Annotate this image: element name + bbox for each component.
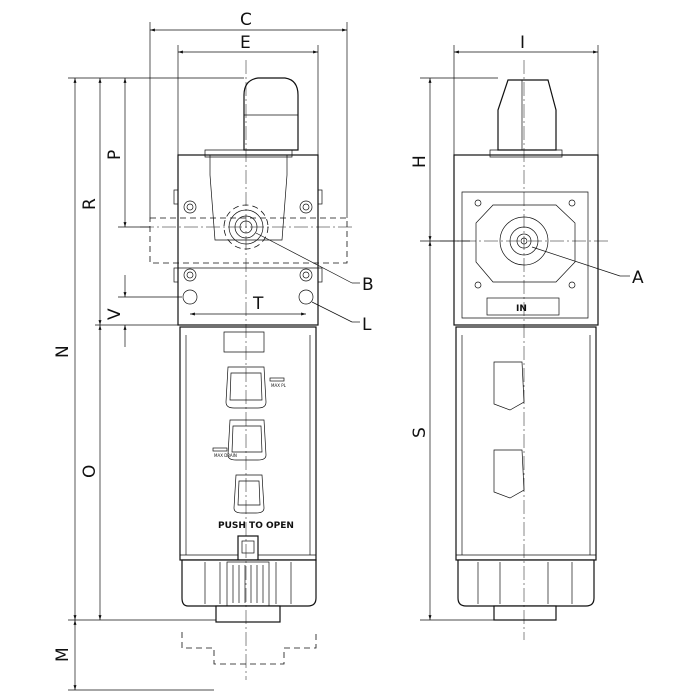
side-bowl <box>455 326 597 561</box>
dim-r: R <box>80 198 100 210</box>
callout-a: A <box>632 268 644 288</box>
dim-n: N <box>53 345 73 358</box>
side-drain-nut <box>457 559 595 621</box>
push-to-open-label: PUSH TO OPEN <box>218 521 294 531</box>
max-drain-label: MAX DRAIN <box>214 453 237 458</box>
side-knob <box>497 79 557 151</box>
regulator-head <box>173 149 323 326</box>
dim-i: I <box>520 33 525 53</box>
port-l <box>182 289 314 305</box>
callouts: B L A <box>255 232 644 335</box>
drain-nut <box>181 559 317 623</box>
push-button <box>237 535 259 561</box>
dim-o: O <box>80 465 100 478</box>
screw-icon <box>183 200 313 282</box>
dim-v: V <box>105 308 125 320</box>
dim-e: E <box>240 33 251 53</box>
adjustment-knob <box>243 77 299 151</box>
side-view: IN <box>440 60 610 640</box>
gauge-outline <box>149 217 348 264</box>
filter-bowl: MAX PL MAX DRAIN PUSH TO OPEN <box>179 326 317 561</box>
callout-l: L <box>362 315 372 335</box>
dimension-lines: C E I N R O P V <box>53 10 599 691</box>
dim-s: S <box>410 427 430 438</box>
front-view: MAX PL MAX DRAIN PUSH TO OPEN <box>140 60 355 680</box>
callout-b: B <box>362 275 374 295</box>
inlet-label: IN <box>516 304 527 314</box>
dim-t: T <box>252 294 264 314</box>
max-pl-label: MAX PL <box>271 383 287 388</box>
dim-p: P <box>105 150 125 160</box>
dim-c: C <box>240 10 252 30</box>
dim-h: H <box>410 155 430 168</box>
dim-m: M <box>53 647 73 662</box>
removal-clearance <box>181 632 317 665</box>
